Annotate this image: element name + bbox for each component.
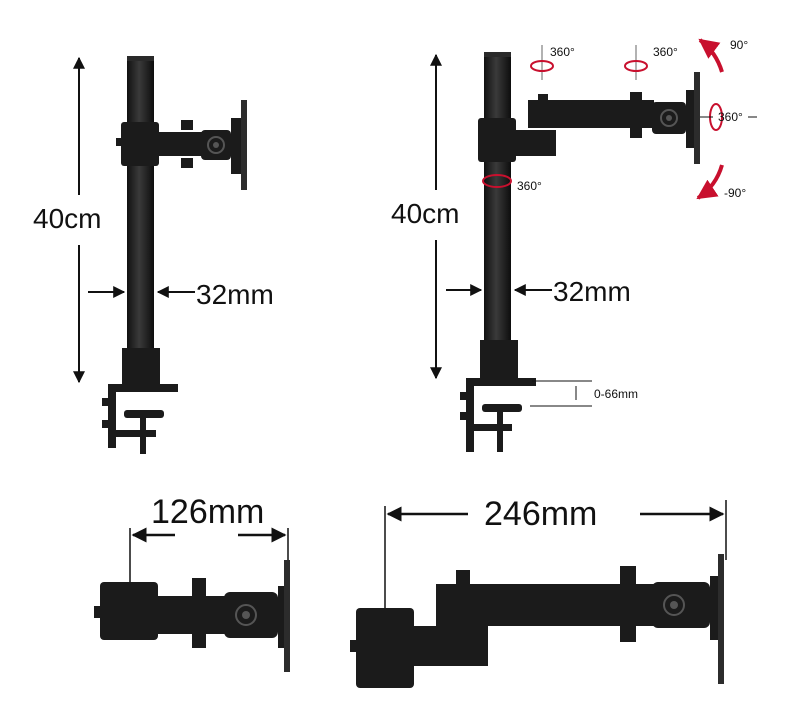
single-pole <box>127 58 154 358</box>
double-clamp-bottom <box>466 424 512 431</box>
single-arm-bolt-bottom <box>181 158 193 168</box>
rotation-arm-joint: 360° <box>624 45 678 80</box>
rotation-arm-joint-label: 360° <box>653 45 678 59</box>
rotation-pole-top-label: 360° <box>550 45 575 59</box>
rotation-arrow-icon <box>624 60 648 72</box>
rotation-screen-label: 360° <box>718 110 743 124</box>
double-joint-knob-center <box>666 115 672 121</box>
double-top-knob <box>350 640 358 652</box>
double-collar <box>478 118 516 162</box>
single-clamp-bolt-2 <box>102 420 110 428</box>
single-top-bolt-2 <box>192 634 206 648</box>
double-top-joint-knob <box>663 594 685 616</box>
double-diameter-label: 32mm <box>553 276 631 307</box>
rotation-pole-top: 360° <box>530 45 575 80</box>
rotation-pole-base-label: 360° <box>517 179 542 193</box>
double-lower-arm <box>512 130 556 156</box>
single-arm-bolt-top <box>181 120 193 130</box>
double-vesa-edge <box>694 72 700 164</box>
single-vesa-plate <box>231 118 241 174</box>
single-joint-knob-center <box>213 142 219 148</box>
double-height-label: 40cm <box>391 198 459 229</box>
single-clamp-screw <box>140 418 146 454</box>
single-arm-segment <box>155 132 203 156</box>
double-base-sleeve <box>480 340 518 378</box>
double-top-joint-center <box>670 601 678 609</box>
single-clamp-body <box>108 384 116 448</box>
double-arm-top-view: 246mm <box>350 495 727 688</box>
single-top-joint-knob <box>235 604 257 626</box>
single-top-arm <box>150 596 228 634</box>
double-clamp-top <box>466 378 536 386</box>
tilt-up-label: 90° <box>730 38 748 52</box>
double-vesa-plate <box>686 90 694 148</box>
tilt-down-label: -90° <box>724 186 746 200</box>
single-collar-knob <box>116 138 122 146</box>
single-arm-top-view: 126mm <box>94 493 290 672</box>
single-base-sleeve <box>122 348 160 384</box>
double-clamp-bolt-2 <box>460 412 468 420</box>
tilt-down: -90° <box>696 164 746 200</box>
double-arm-side-view: 40cm 360° 360° 360° <box>391 38 757 452</box>
double-top-bolt-2 <box>620 566 636 584</box>
single-reach-label: 126mm <box>151 493 264 531</box>
double-clamp-bolt-1 <box>460 392 468 400</box>
single-diameter-label: 32mm <box>196 279 274 310</box>
rotation-arrow-icon <box>530 60 554 72</box>
double-reach-label: 246mm <box>484 495 597 533</box>
rotation-screen: 360° <box>700 103 757 131</box>
double-joint-knob <box>660 109 678 127</box>
double-top-bolt-3 <box>620 626 636 642</box>
single-top-joint-center <box>242 611 250 619</box>
double-arm-bolt-1 <box>538 94 548 102</box>
single-vesa-edge <box>241 100 247 190</box>
double-arm-bolt-3 <box>630 128 642 138</box>
clamp-range-label: 0-66mm <box>594 387 638 401</box>
single-top-bolt-1 <box>192 578 206 596</box>
double-top-joint <box>652 582 710 628</box>
double-clamp-screw <box>497 412 503 452</box>
tilt-up: 90° <box>698 38 748 73</box>
single-joint-knob <box>207 136 225 154</box>
single-top-vesa-edge <box>284 560 290 672</box>
double-top-vesa-edge <box>718 554 724 684</box>
single-height-label: 40cm <box>33 203 101 234</box>
single-arm-side-view: 40cm 32mm <box>33 56 274 454</box>
single-collar <box>121 122 159 166</box>
single-top-vesa <box>278 586 284 648</box>
double-top-pole-clamp <box>356 608 414 688</box>
double-clamp-pad <box>482 404 522 412</box>
single-top-knob <box>94 606 102 618</box>
single-top-joint <box>224 592 278 638</box>
rotation-pole-base: 360° <box>482 174 542 193</box>
double-top-vesa <box>710 576 718 640</box>
double-top-bolt-1 <box>456 570 470 586</box>
single-clamp-bottom <box>108 430 156 437</box>
double-pole-cap <box>484 52 511 57</box>
single-clamp-pad <box>124 410 164 418</box>
single-clamp-top <box>108 384 178 392</box>
single-top-pole-clamp <box>100 582 158 640</box>
double-arm-bolt-2 <box>630 92 642 102</box>
double-top-lower-arm <box>408 626 488 666</box>
tilt-down-arrow-icon <box>696 164 724 200</box>
double-top-upper-arm <box>436 584 656 626</box>
single-pole-cap <box>127 56 154 61</box>
single-clamp-bolt-1 <box>102 398 110 406</box>
double-clamp-body <box>466 378 474 452</box>
double-pole <box>484 54 511 350</box>
double-upper-arm <box>528 100 654 128</box>
tilt-up-arrow-icon <box>698 38 724 73</box>
rotation-arrow-icon <box>482 174 512 188</box>
